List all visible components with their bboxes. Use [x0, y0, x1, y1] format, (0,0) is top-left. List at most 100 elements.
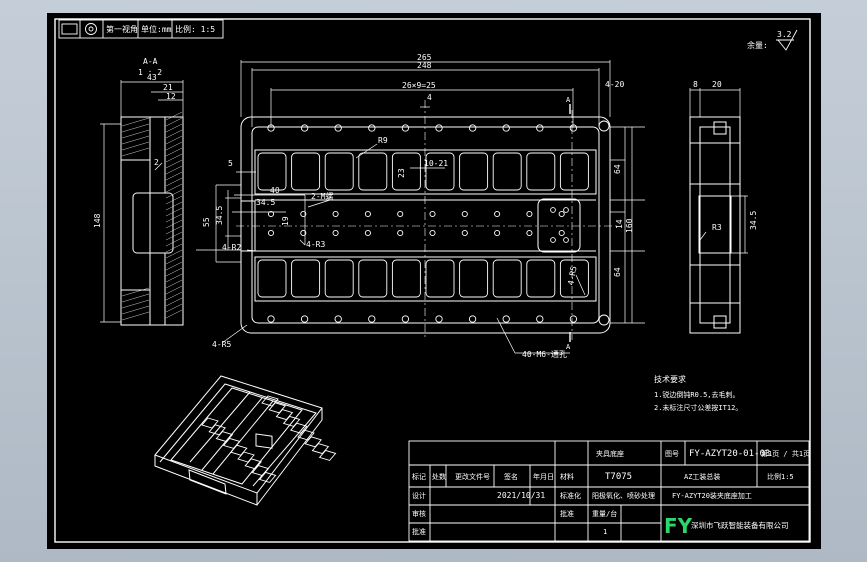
hatch-line: [165, 243, 183, 253]
dim-43: 43: [147, 73, 157, 82]
hatch-line: [121, 141, 150, 151]
tb-sheet: 第1页 / 共1页: [761, 449, 810, 458]
hatch-line: [165, 189, 183, 199]
tb-part-name: 夹具底座: [596, 449, 624, 458]
hole: [368, 315, 376, 323]
toolbar-c: 比例: 1:5: [175, 24, 215, 34]
hatch-line: [165, 291, 183, 301]
hole: [526, 229, 533, 237]
tb-desc1: AZ工装总装: [684, 472, 720, 481]
section-title: A-A: [143, 57, 158, 66]
hole: [397, 229, 404, 237]
side-dimensions: [689, 88, 748, 254]
dim-12: 12: [166, 92, 176, 101]
hole: [267, 210, 275, 218]
section-view-aa: [120, 116, 184, 326]
pocket: [291, 152, 321, 191]
hole: [435, 315, 443, 323]
dim-64-top: 64: [613, 164, 622, 174]
tb-drawing-no-label: 图号: [665, 450, 679, 458]
hatch-line: [165, 273, 183, 283]
hatch-line: [121, 293, 150, 303]
pocket: [358, 152, 388, 191]
dim-64-bottom: 64: [613, 267, 622, 277]
drawing-sheet: [47, 13, 821, 549]
hole: [300, 315, 309, 323]
hatch-line: [165, 219, 183, 229]
hatch-line: [121, 135, 150, 145]
hole: [550, 237, 556, 243]
hole: [494, 229, 501, 237]
hatch-line: [165, 135, 183, 145]
hole: [468, 124, 477, 132]
iso-pocket: [282, 415, 301, 427]
hatch-line: [165, 129, 183, 139]
hatch-line: [165, 111, 183, 121]
hatch-line: [165, 123, 183, 133]
hatch-line: [121, 305, 150, 315]
hatch-line: [121, 147, 150, 157]
hole: [536, 315, 544, 323]
hatch-line: [165, 261, 183, 271]
dim-5: 5: [228, 159, 233, 168]
section-mark-top: A: [566, 96, 571, 104]
hatch-line: [165, 249, 183, 259]
pocket: [391, 259, 421, 298]
pocket: [459, 152, 489, 191]
hatch-line: [165, 141, 183, 151]
section-dimensions: [100, 80, 184, 323]
hatch-line: [121, 129, 150, 139]
tb-drawing-no: FY-AZYT20-01-03: [689, 449, 770, 459]
tb-col-mark: 标记: [412, 472, 426, 481]
hatch-line: [165, 159, 183, 169]
isometric-pockets: [201, 395, 337, 483]
hole: [334, 124, 342, 132]
notes-line1: 1.锐边倒钝R0.5,去毛刺。: [654, 390, 740, 399]
hole: [558, 229, 565, 237]
toolbar-a: 第一视角: [106, 24, 138, 34]
dim-8: 8: [693, 80, 698, 89]
dim-2: 2: [154, 158, 159, 167]
hatch-line: [165, 231, 183, 241]
dim-20: 20: [712, 80, 722, 89]
tb-row-design: 设计: [412, 491, 426, 500]
dim-148: 148: [93, 213, 102, 228]
pocket: [324, 152, 354, 191]
hatch-line: [165, 147, 183, 157]
hole: [300, 210, 307, 218]
pocket: [526, 152, 556, 191]
leader-lines: [221, 143, 586, 354]
dim-248: 248: [417, 61, 432, 70]
hatch-line: [165, 183, 183, 193]
hole: [563, 237, 569, 243]
iso-pocket: [222, 437, 241, 449]
tb-col-file: 更改文件号: [455, 472, 490, 481]
tb-row-std: 标准化: [560, 491, 581, 500]
pocket: [291, 259, 321, 298]
tb-ratio: 比例1:5: [767, 472, 794, 481]
tb-qty: 1: [603, 528, 607, 536]
tb-col-sign: 签名: [504, 472, 518, 481]
center-lines: [236, 100, 618, 340]
hole: [267, 229, 275, 237]
hatch-line: [165, 207, 183, 217]
dim-265: 265: [417, 53, 432, 62]
hatch-line: [165, 171, 183, 181]
tb-desc2: FY-AZYT20装夹底座加工: [672, 491, 752, 500]
plan-view: [240, 116, 611, 334]
hole: [401, 124, 410, 132]
pocket: [257, 259, 287, 298]
tb-row-approve: 批准: [560, 509, 574, 518]
hole: [494, 210, 501, 218]
iso-pocket: [318, 449, 337, 461]
hatch-line: [121, 299, 150, 309]
hole: [569, 315, 578, 323]
tb-row-check: 审核: [412, 509, 426, 518]
dim-4-20: 4-20: [605, 80, 624, 89]
dim-14: 14: [615, 219, 624, 229]
dim-4: 4: [427, 93, 432, 102]
tb-material-label: 材料: [560, 472, 574, 481]
hatch-line: [165, 279, 183, 289]
pocket: [425, 152, 455, 191]
